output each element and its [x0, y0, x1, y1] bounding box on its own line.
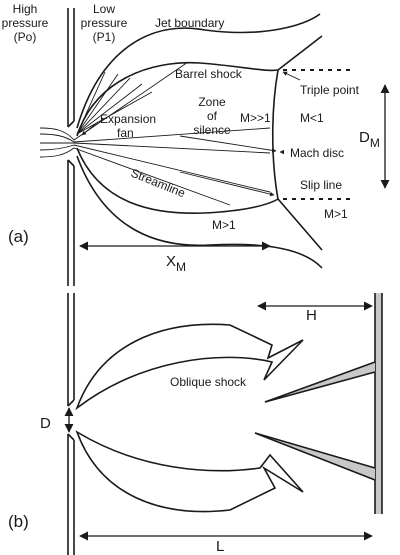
h-label: H [306, 307, 317, 324]
streamline-arrow-1 [179, 135, 277, 153]
triple-point-pointer [282, 71, 301, 81]
expansion-fan-label-2: fan [117, 126, 134, 140]
expansion-fan [76, 71, 153, 135]
orifice-plate-b [67, 293, 75, 555]
panel-b-label: (b) [8, 512, 29, 531]
panel-a: High pressure (Po) Low pressure (P1) Jet… [2, 2, 390, 286]
streamline-arrow-2 [179, 171, 275, 197]
high-pressure-label-3: (Po) [14, 30, 37, 44]
slip-line-label: Slip line [300, 178, 342, 192]
barrel-shock-upper [76, 61, 279, 137]
high-pressure-label-1: High [13, 2, 38, 16]
d-label: D [40, 415, 51, 432]
high-pressure-label-2: pressure [2, 16, 49, 30]
jet-boundary-upper [76, 13, 321, 129]
panel-b: Oblique shock H L D (b) [8, 293, 383, 555]
reflected-shock-upper [277, 35, 323, 71]
skimmer-upper-wedge [264, 361, 376, 403]
low-pressure-label-2: pressure [81, 16, 128, 30]
streamlines [39, 61, 271, 206]
zone-of-silence-label-1: Zone [198, 95, 226, 109]
triple-point-label: Triple point [300, 83, 360, 97]
skimmer-lower-wedge [254, 432, 376, 481]
mach-supersonic-outer-label: M>1 [324, 207, 348, 221]
zone-of-silence-label-3: silence [193, 123, 231, 137]
l-label: L [216, 538, 224, 555]
xm-label: XM [166, 253, 186, 274]
mach-disc [271, 69, 279, 200]
low-pressure-label-3: (P1) [93, 30, 116, 44]
mach-disc-label: Mach disc [290, 146, 344, 160]
skimmer-wall [374, 293, 383, 514]
reflected-shock-lower [277, 198, 323, 251]
jet-boundary-label: Jet boundary [155, 16, 224, 30]
jet-boundary-lower [76, 155, 323, 269]
mach-behind-label: M<1 [300, 111, 324, 125]
barrel-shock-lower [76, 147, 279, 215]
panel-a-label: (a) [8, 227, 29, 246]
low-pressure-label-1: Low [93, 2, 115, 16]
oblique-shock-lower [75, 430, 304, 513]
barrel-shock-label: Barrel shock [175, 67, 243, 81]
oblique-shock-upper [75, 323, 304, 411]
expansion-fan-pointer [81, 121, 99, 136]
mach-ahead-label: M>>1 [240, 111, 271, 125]
mach-supersonic-inner-label: M>1 [212, 218, 236, 232]
orifice-plate-a [67, 8, 75, 286]
oblique-shock-label: Oblique shock [170, 375, 247, 389]
expansion-fan-label-1: Expansion [100, 112, 156, 126]
streamline-label: Streamline [129, 166, 188, 201]
dm-label: DM [359, 129, 380, 150]
zone-of-silence-label-2: of [207, 109, 218, 123]
